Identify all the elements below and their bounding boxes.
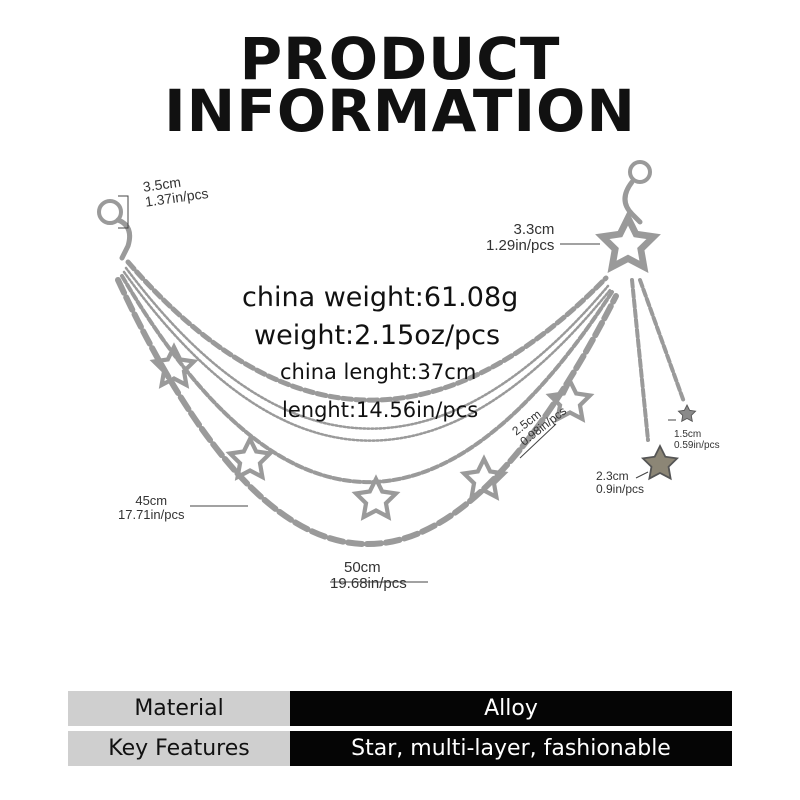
page-title-line2: INFORMATION [164,77,636,145]
spec-value-material: Alloy [290,691,732,726]
china-weight-text: china weight:61.08g [242,282,519,313]
star-ring-in: 1.29in/pcs [486,236,555,254]
chain-45-cm: 45cm [135,493,168,508]
spec-key-features: Key Features [68,731,290,766]
medium-star-dimension-line [635,471,649,479]
chain-50-dimension: 50cm 19.68in/pcs [330,560,407,592]
chain-top [125,259,609,403]
star-medium-cm: 2.3cm [596,469,629,483]
star-small-dimension: 1.5cm 0.59in/pcs [674,429,720,451]
chain-45 [120,274,614,485]
right-clasp-ring [628,160,652,184]
spec-row-material: Material Alloy [68,691,732,726]
clasp-dimension-bracket [118,195,129,229]
chain-thin-1 [124,266,610,430]
right-clasp-hook [622,179,643,225]
star-small-cm: 1.5cm [674,429,702,440]
chain-50 [115,277,619,547]
spec-value-features: Star, multi-layer, fashionable [290,731,732,766]
star-ring-dimension: 3.3cm 1.29in/pcs [486,222,554,254]
star-ring-cm: 3.3cm [513,221,555,238]
star-middle-dimension-line [519,423,557,459]
length-text: lenght:14.56in/pcs [282,398,479,422]
star-medium-dimension: 2.3cm 0.9in/pcs [596,470,644,495]
page-title-line1: PRODUCT [239,25,561,93]
star-medium-in: 0.9in/pcs [596,481,645,496]
star-small-in: 0.59in/pcs [674,439,720,451]
chain-thin-2 [122,270,612,442]
left-clasp-hook [115,217,133,261]
star-chain-icon [97,160,696,583]
chain-45-dimension: 45cm 17.71in/pcs [118,494,185,521]
left-clasp-ring [97,199,123,225]
china-length-text: china lenght:37cm [280,360,477,384]
star-ring [602,218,653,267]
medium-star [642,445,678,480]
spec-key-material: Material [68,691,290,726]
hanging-star-4 [464,459,504,497]
chain-45-in: 17.71in/pcs [118,506,185,522]
chain-50-cm: 50cm [344,559,381,576]
dangle-chain-2 [638,278,686,404]
dangle-chain-1 [630,278,650,442]
spec-row-features: Key Features Star, multi-layer, fashiona… [68,731,732,766]
chain-50-in: 19.68in/pcs [330,574,407,592]
hanging-star-3 [356,479,396,517]
small-star [678,404,696,422]
spec-table: Material Alloy Key Features Star, multi-… [68,686,732,771]
weight-text: weight:2.15oz/pcs [254,320,501,351]
